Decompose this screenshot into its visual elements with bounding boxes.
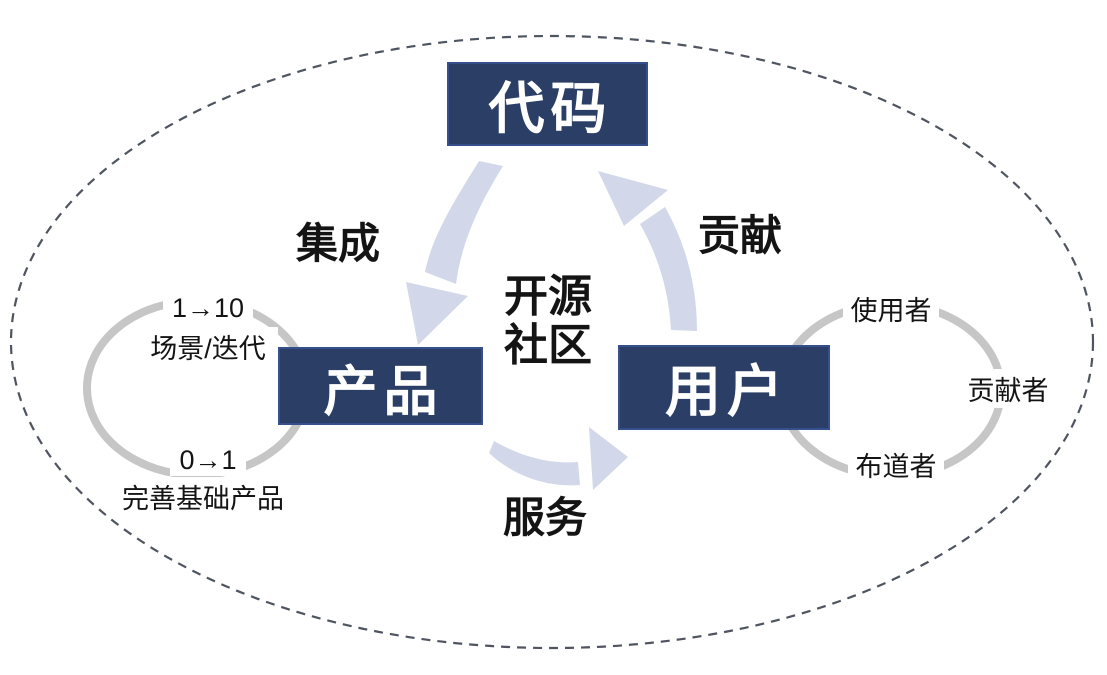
user-cycle-label-contributor: 贡献者 — [960, 369, 1056, 408]
product-cycle-top-label: 场景/迭代 — [138, 327, 278, 366]
node-product: 产品 — [278, 347, 483, 425]
flow-label-contribute: 贡献 — [698, 212, 783, 259]
community-boundary-ellipse — [9, 34, 1095, 650]
arrow-product-to-user-body — [489, 441, 580, 486]
product-cycle-bottom-label: 完善基础产品 — [116, 477, 290, 516]
center-title-line1: 开源 — [504, 272, 592, 321]
arrow-code-to-product — [406, 161, 503, 345]
arrow-user-to-code-head — [598, 171, 668, 226]
flow-label-integrate: 集成 — [296, 220, 381, 267]
arrow-product-to-user-head — [589, 427, 628, 490]
arrow-user-to-code — [598, 171, 697, 331]
node-code: 代码 — [447, 62, 648, 146]
node-user: 用户 — [618, 345, 830, 430]
user-cycle-label-evangelist: 布道者 — [848, 445, 944, 484]
product-cycle-bottom-value: 0→1 — [170, 445, 246, 476]
flow-label-serve: 服务 — [503, 494, 588, 541]
center-title-line2: 社区 — [504, 321, 592, 371]
user-cycle-label-user: 使用者 — [843, 289, 939, 328]
product-cycle-top-value: 1→10 — [163, 293, 253, 324]
arrow-code-to-product-head — [406, 282, 468, 345]
center-title: 开源 社区 — [494, 272, 602, 371]
arrow-user-to-code-body — [640, 207, 697, 331]
arrow-product-to-user — [489, 427, 628, 490]
arrow-code-to-product-body — [425, 161, 503, 284]
